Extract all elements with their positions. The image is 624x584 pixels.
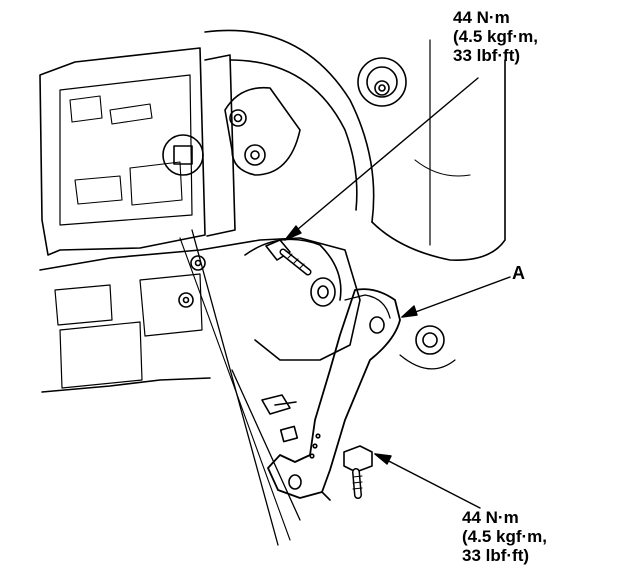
torque-bottom-line-1: 44 N·m bbox=[462, 508, 519, 527]
part-label-a: A bbox=[512, 263, 525, 283]
housing-arc bbox=[204, 29, 375, 223]
torque-top-line-1: 44 N·m bbox=[453, 8, 510, 27]
torque-spec-bottom: 44 N·m (4.5 kgf·m, 33 lbf·ft) bbox=[462, 508, 547, 565]
upper-mount-plate bbox=[224, 86, 301, 176]
drain-plug bbox=[162, 134, 204, 176]
engine-block bbox=[39, 47, 236, 256]
torque-bottom-line-2: (4.5 kgf·m, bbox=[462, 527, 548, 546]
leader-bottom-torque bbox=[374, 453, 481, 509]
leader-top-torque bbox=[284, 77, 479, 241]
torque-top-line-3: 33 lbf·ft) bbox=[453, 46, 521, 65]
washer bbox=[310, 277, 336, 307]
guide-line-2 bbox=[231, 369, 301, 521]
crankcase bbox=[39, 237, 361, 393]
round-boss bbox=[357, 57, 407, 107]
torque-bottom-line-3: 33 lbf·ft) bbox=[462, 546, 530, 565]
torque-top-line-2: (4.5 kgf·m, bbox=[453, 27, 539, 46]
leader-part-a bbox=[401, 276, 511, 318]
upper-bolt bbox=[265, 239, 312, 276]
torque-spec-top: 44 N·m (4.5 kgf·m, 33 lbf·ft) bbox=[453, 8, 538, 65]
housing-arc-inner bbox=[229, 59, 358, 211]
block-right-edge bbox=[371, 59, 506, 261]
sensor-clip bbox=[261, 394, 299, 443]
leader-lines bbox=[284, 77, 511, 509]
guide-line-3 bbox=[179, 237, 291, 541]
side-boss bbox=[399, 325, 456, 370]
bracket-a bbox=[267, 288, 401, 501]
lower-bolt bbox=[343, 445, 373, 499]
